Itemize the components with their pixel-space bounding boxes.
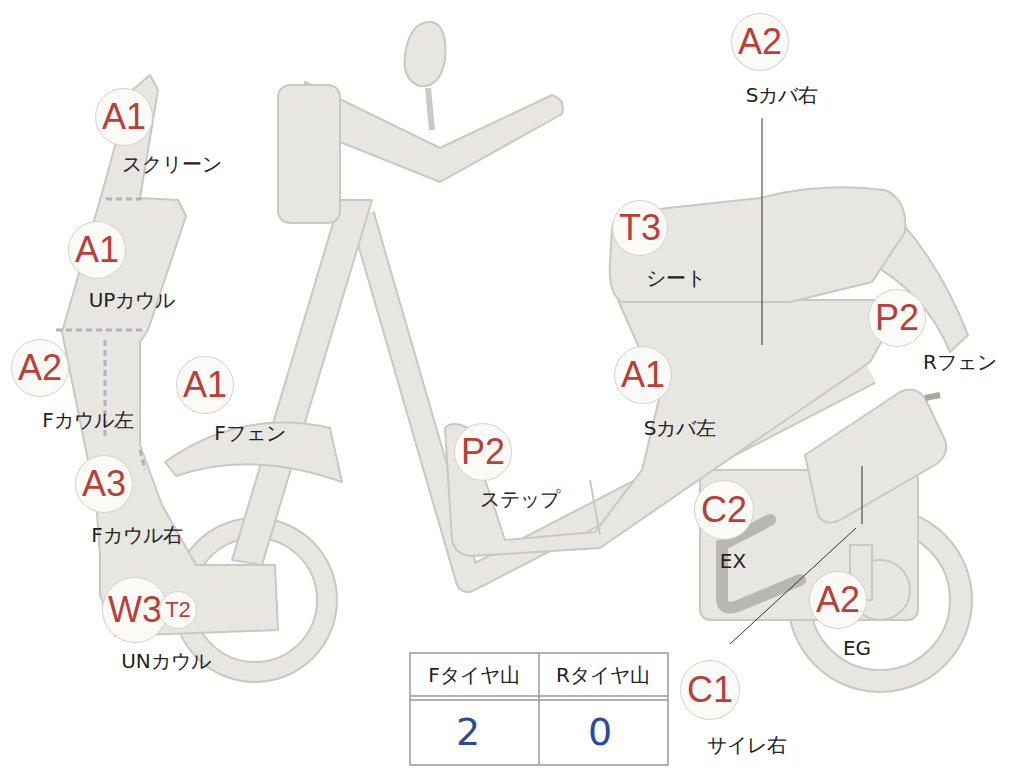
handlebar [305,82,563,182]
damage-code: C2 [701,492,747,528]
damage-callout: T2 [159,591,197,629]
callout-circle: A2 [731,13,789,71]
damage-callout: A2EG [809,571,867,629]
table-header: Rタイヤ山 [556,664,650,686]
damage-code: A3 [82,466,126,502]
callout-circle: A3 [75,455,133,513]
table-header: Fタイヤ山 [428,664,520,686]
callout-circle: A1 [614,346,672,404]
mirror [405,22,446,86]
part-name: EG [843,637,871,659]
callout-circle: A1 [95,88,153,146]
damage-code: A2 [738,24,782,60]
damage-callout: C2EX [694,480,754,540]
air-box [805,390,946,523]
damage-callout: P2Rフェン [868,289,926,347]
tread-table [410,653,668,765]
callout-circle: T2 [159,591,197,629]
damage-code: P2 [875,300,919,336]
damage-callout: A2Sカバ右 [731,13,789,71]
callout-circle: C2 [694,480,754,540]
callout-circle: A1 [176,356,234,414]
damage-callout: A1Sカバ左 [614,346,672,404]
leader-line [862,466,863,524]
damage-code: A1 [75,232,119,268]
callout-circle: A2 [809,571,867,629]
damage-code: T2 [165,599,191,621]
part-name: Fフェン [214,422,286,444]
damage-callout: A2Fカウル左 [11,339,69,397]
damage-code: A1 [621,357,665,393]
part-name: Sカバ左 [644,417,717,439]
damage-code: A2 [18,350,62,386]
callout-circle: P2 [868,289,926,347]
part-name: UPカウル [89,289,176,311]
damage-callout: T3シート [612,200,668,256]
part-name: Sカバ右 [746,84,819,106]
front-cowl [62,75,278,636]
damage-code: C1 [687,672,733,708]
damage-callout: P2ステップ [454,423,512,481]
callout-circle: C1 [680,660,740,720]
damage-callout: A1スクリーン [95,88,153,146]
part-name: スクリーン [122,153,222,175]
damage-callout: C1サイレ右 [680,660,740,720]
leader-line [762,118,763,345]
callout-circle: A2 [11,339,69,397]
part-name: Fカウル右 [91,524,183,546]
seat [610,187,906,302]
damage-callout: A3Fカウル右 [75,455,133,513]
callout-circle: A1 [68,221,126,279]
front-fork [232,200,372,565]
part-name: サイレ右 [707,734,787,756]
damage-callout: A1Fフェン [176,356,234,414]
damage-code: A2 [816,582,860,618]
damage-code: A1 [183,367,227,403]
body-side-cover [445,300,905,556]
damage-code: T3 [619,210,661,246]
part-name: シート [646,267,706,289]
part-name: Fカウル左 [42,409,134,431]
damage-code: A1 [102,99,146,135]
part-name: ステップ [480,488,560,510]
damage-code: W3 [108,592,162,628]
part-name: UNカウル [121,650,211,672]
part-name: EX [720,550,746,572]
headlight [278,85,340,223]
table-value: 0 [588,712,612,754]
damage-callout: A1UPカウル [68,221,126,279]
callout-circle: T3 [612,200,668,256]
part-name: Rフェン [923,351,997,373]
callout-circle: P2 [454,423,512,481]
damage-code: P2 [461,434,505,470]
front-fender [165,423,342,482]
table-value: 2 [456,712,480,754]
